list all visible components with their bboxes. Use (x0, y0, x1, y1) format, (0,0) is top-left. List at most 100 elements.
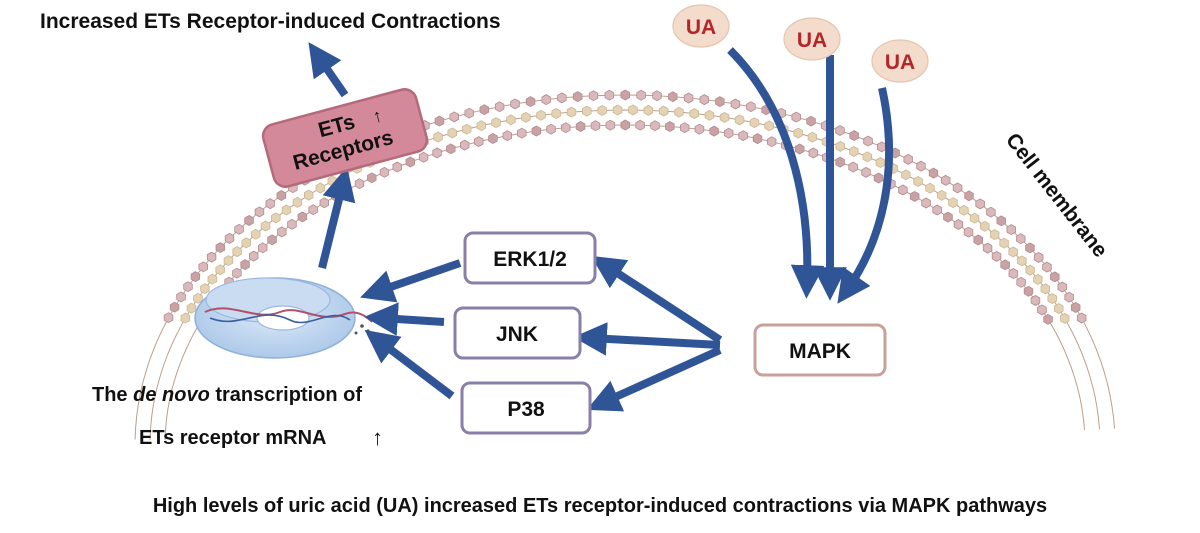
lipid-head (948, 197, 958, 209)
lipid-head (909, 190, 920, 202)
lipid-head (491, 117, 501, 129)
lipid-head (764, 120, 774, 132)
lipid-head (186, 302, 197, 314)
lipid-head (794, 143, 805, 155)
lipid-head (180, 312, 191, 324)
lipid-head (793, 127, 803, 139)
lipid-head (749, 117, 760, 129)
lipid-head (989, 229, 1000, 241)
lipid-head (575, 121, 586, 132)
lipid-head (913, 175, 923, 187)
lipid-head (541, 94, 551, 106)
lipid-head (418, 151, 429, 163)
lipid-head (319, 197, 329, 209)
lipid-head (1060, 312, 1070, 324)
lipid-head (250, 228, 261, 240)
lipid-head (925, 182, 935, 194)
lipid-head (1033, 273, 1043, 285)
lipid-head (249, 250, 259, 262)
lipid-head (476, 120, 486, 132)
lipid-head (502, 130, 512, 142)
lipid-head (1037, 304, 1047, 316)
lipid-head (521, 111, 531, 123)
lipid-head (464, 107, 474, 119)
lipid-head (709, 125, 719, 137)
lipid-head (551, 108, 561, 119)
arrow-p38-to-nucleus (364, 329, 455, 400)
lipid-head (447, 127, 457, 139)
lipid-head (297, 211, 308, 223)
lipid-head (1033, 251, 1044, 263)
lipid-head (277, 226, 287, 238)
lipid-head (517, 127, 527, 139)
lipid-head (849, 130, 859, 142)
lipid-head (271, 212, 281, 224)
arrow-mapk-to-jnk (573, 322, 721, 356)
lipid-head (964, 190, 974, 202)
lipid-head (207, 273, 218, 285)
lipid-head (1023, 285, 1034, 297)
lipid-head (379, 166, 390, 178)
arrow-mapk-to-erk (590, 255, 723, 344)
nucleus-icon (194, 277, 373, 359)
lipid-head (206, 251, 217, 263)
lipid-head (730, 98, 741, 110)
lipid-head (1042, 261, 1052, 273)
lipid-head (434, 115, 445, 127)
lipid-head (683, 92, 694, 104)
lipid-head (474, 136, 484, 148)
lipid-head (636, 89, 646, 101)
lipid-head (658, 105, 669, 117)
lipid-head (1016, 276, 1026, 288)
lipid-head (488, 133, 498, 144)
lipid-head (176, 291, 186, 303)
lipid-head (432, 147, 442, 159)
lipid-head (1008, 246, 1018, 258)
lipid-head (215, 264, 225, 276)
transcription-line2: ETs receptor mRNA (139, 427, 326, 449)
lipid-head (232, 246, 242, 258)
lipid-head (354, 178, 365, 190)
arrow-mapk-to-p38 (586, 346, 722, 412)
arrow-ua1-to-mapk (727, 47, 825, 299)
jnk-label: JNK (496, 323, 538, 346)
lipid-head (244, 215, 254, 226)
lipid-head (232, 267, 242, 279)
lipid-head (449, 111, 459, 123)
lipid-head (536, 109, 546, 121)
lipid-head (561, 122, 571, 134)
lipid-head (200, 283, 210, 295)
lipid-head (719, 111, 730, 123)
arrow-jnk-to-nucleus (364, 302, 445, 336)
lipid-head (724, 127, 734, 139)
lipid-head (198, 261, 208, 273)
lipid-head (1017, 255, 1027, 267)
transcription-line1: The de novo transcription of (92, 384, 362, 406)
arrow-ua3-to-mapk (837, 87, 894, 304)
lipid-head (746, 101, 756, 113)
lipid-head (597, 104, 607, 116)
lipid-head (1040, 283, 1050, 295)
lipid-head (953, 219, 964, 230)
lipid-head (980, 220, 990, 232)
lipid-head (861, 166, 871, 178)
arrow-receptors-to-contraction (308, 42, 349, 98)
lipid-head (494, 101, 505, 113)
lipid-head (863, 135, 873, 147)
lipid-head (588, 90, 599, 102)
lipid-head (525, 96, 536, 108)
lipid-head (806, 115, 816, 127)
lipid-head (1030, 295, 1041, 306)
lipid-head (433, 131, 443, 143)
lipid-head (1043, 313, 1053, 325)
lipid-head (963, 226, 974, 238)
lipid-head (873, 172, 884, 184)
lipid-head (462, 123, 472, 135)
lipid-head (665, 121, 675, 132)
lipid-head (1016, 233, 1026, 245)
lipid-head (304, 189, 314, 201)
lipid-head (991, 250, 1002, 262)
lipid-head (959, 204, 969, 216)
lipid-head (1047, 293, 1057, 305)
